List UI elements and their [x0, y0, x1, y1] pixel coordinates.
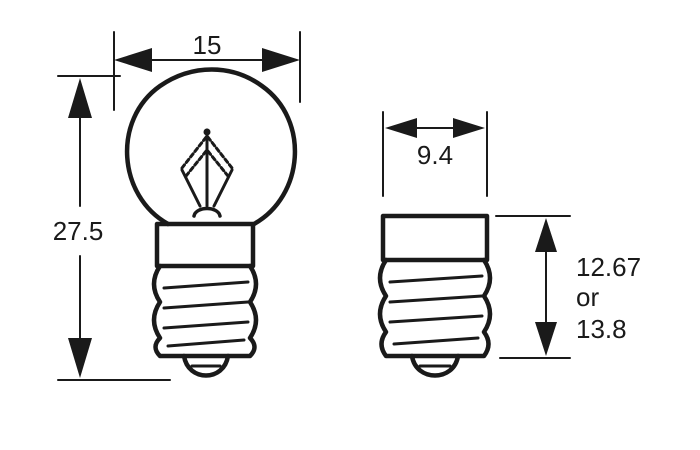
bulb-collar: [154, 221, 256, 269]
glass-globe: [125, 67, 297, 227]
arrowhead-right: [262, 48, 300, 72]
base-height-label-line1: 12.67: [576, 252, 641, 282]
arrowhead-down: [535, 322, 557, 356]
bulb-width-label: 15: [193, 30, 222, 60]
bulb-height-label: 27.5: [53, 216, 104, 246]
screw-thread: [151, 263, 259, 359]
arrowhead-up: [535, 218, 557, 252]
base-height-label-line2: or: [576, 282, 599, 312]
arrowhead-up: [68, 78, 92, 118]
base-height-label-line3: 13.8: [576, 314, 627, 344]
full-bulb-drawing: [125, 67, 297, 378]
base-screw-thread: [377, 257, 493, 359]
arrowhead-right: [453, 118, 485, 138]
height-dimension-bulb: 27.5: [53, 75, 171, 381]
base-width-label: 9.4: [417, 140, 453, 170]
arrowhead-left: [114, 48, 152, 72]
height-dimension-base: 12.67 or 13.8: [495, 215, 641, 359]
base-contact-tip: [409, 353, 461, 378]
arrowhead-left: [385, 118, 417, 138]
width-dimension-bulb: 15: [113, 30, 301, 111]
base-drawing: [377, 213, 493, 378]
contact-tip: [181, 353, 231, 378]
base-collar: [380, 213, 490, 263]
width-dimension-base: 9.4: [382, 111, 488, 197]
arrowhead-down: [68, 338, 92, 378]
filament: [180, 128, 234, 218]
